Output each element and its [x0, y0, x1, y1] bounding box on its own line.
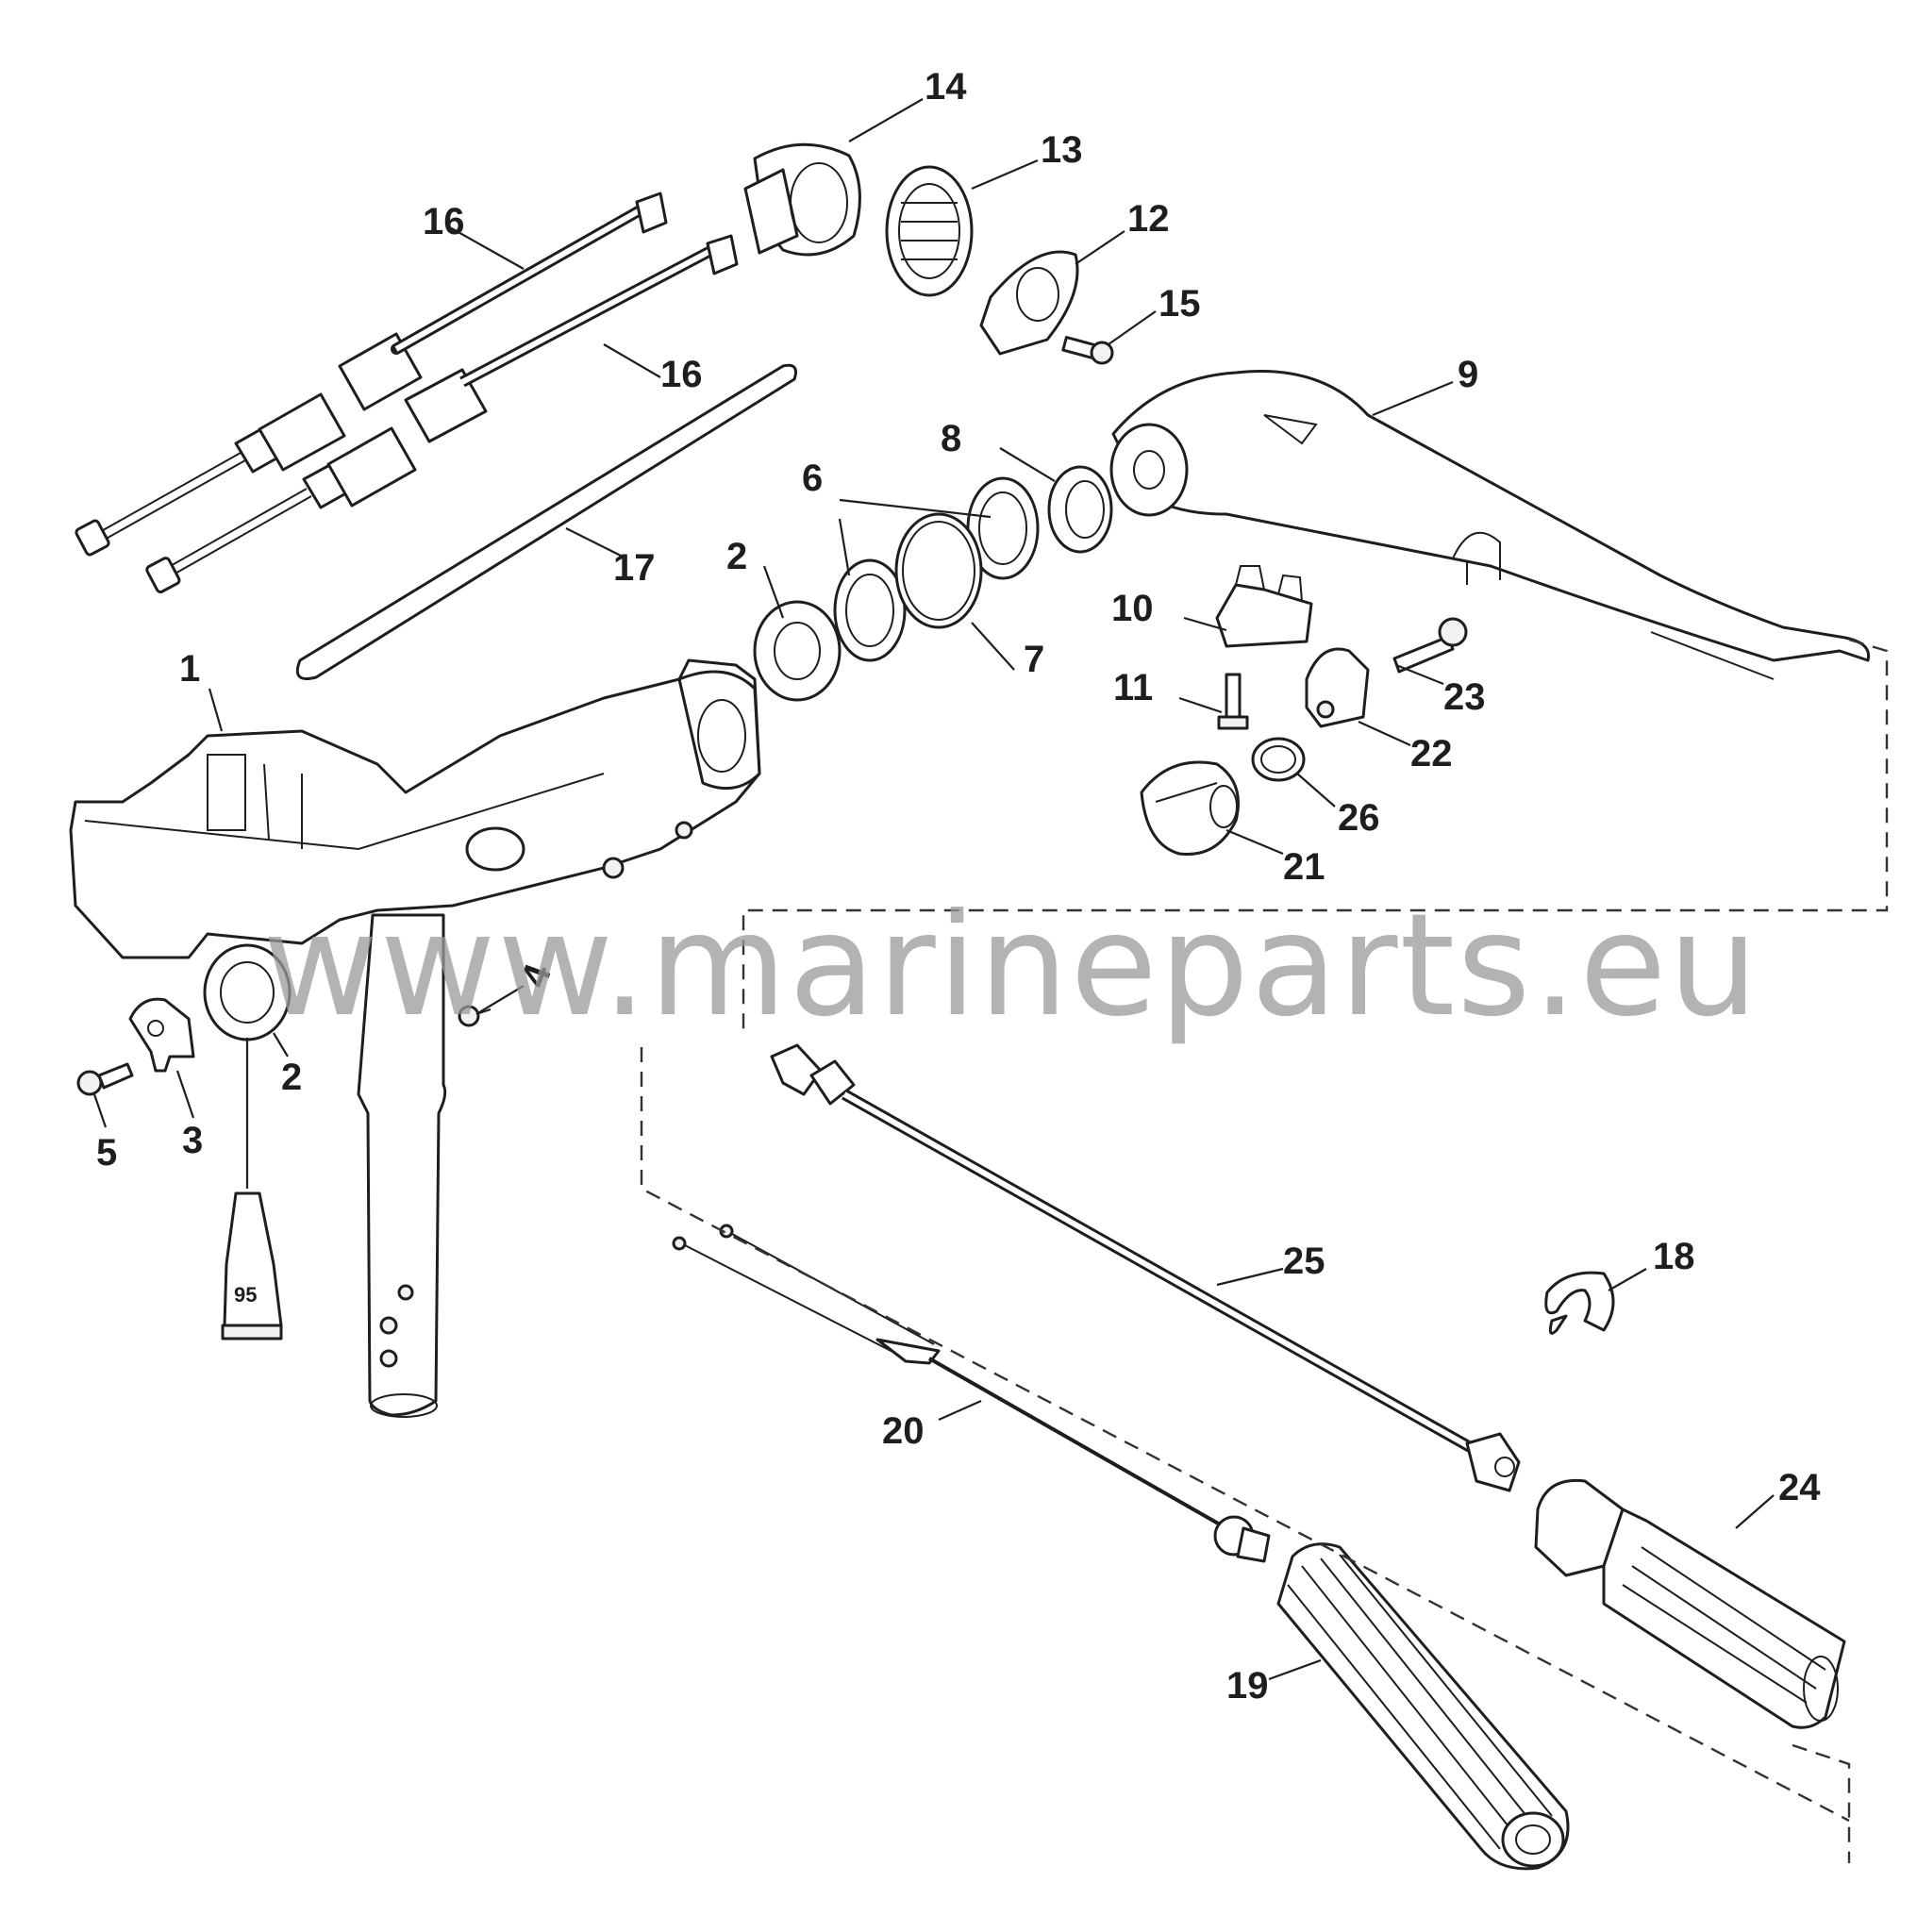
assembly-guides	[640, 638, 1889, 1863]
part-16-cable-upper	[75, 192, 668, 557]
part-24-throttle-sleeve	[1534, 1478, 1846, 1729]
callout-17: 17	[613, 547, 656, 589]
part-5-screw	[76, 1062, 134, 1096]
callout-22: 22	[1410, 733, 1453, 774]
part-8-washer	[1047, 465, 1113, 554]
callout-11: 11	[1113, 667, 1153, 708]
callout-3: 3	[182, 1120, 203, 1161]
callout-5: 5	[96, 1132, 117, 1174]
callout-19: 19	[1226, 1665, 1269, 1707]
part-2-bushing-upper	[753, 600, 842, 702]
callout-20: 20	[882, 1410, 925, 1452]
part-22-block	[1305, 647, 1370, 728]
callout-2-upper: 2	[726, 536, 747, 577]
callout-6: 6	[802, 458, 823, 499]
callout-13: 13	[1041, 129, 1083, 171]
part-11-screw	[1217, 673, 1249, 730]
callout-26: 26	[1338, 797, 1380, 839]
part-19-grip	[1276, 1542, 1570, 1871]
part-15-screw	[1061, 336, 1114, 365]
callout-10: 10	[1111, 588, 1154, 629]
callout-2-lower: 2	[281, 1057, 302, 1098]
callout-25: 25	[1283, 1241, 1325, 1282]
callout-16-lower: 16	[660, 354, 703, 395]
callout-21: 21	[1283, 846, 1325, 888]
callout-12: 12	[1127, 198, 1170, 240]
part-26-spring-ring	[1251, 737, 1306, 782]
callout-7: 7	[1024, 639, 1044, 680]
callout-1: 1	[179, 648, 200, 690]
callout-15: 15	[1159, 283, 1201, 325]
leader-lines	[92, 98, 1775, 1681]
part-23-bolt	[1392, 617, 1468, 674]
watermark-text: www.marineparts.eu	[262, 884, 1760, 1048]
part-1-steering-tube	[357, 913, 447, 1418]
callout-18: 18	[1653, 1236, 1695, 1277]
part-9-tiller-arm	[1109, 369, 1871, 680]
part-13-friction-disc	[885, 165, 974, 297]
callout-14: 14	[925, 66, 967, 108]
part-16-cable-lower	[145, 234, 739, 593]
part-6-washers	[833, 476, 1040, 662]
part-18-spring-clip	[1544, 1271, 1615, 1335]
part-25-throttle-shaft	[770, 1043, 1521, 1492]
part-20-wire-harness	[672, 1224, 1271, 1563]
callout-16-upper: 16	[423, 201, 465, 242]
part-10-bracket	[1215, 565, 1313, 648]
callouts: 14 13 12 15 16 16 17 9 8 6 7 2 10 11 23 …	[96, 66, 1821, 1707]
part-17-rod	[295, 363, 797, 680]
callout-8: 8	[941, 418, 961, 459]
part-21-knob	[1140, 760, 1240, 857]
grease-tube: 95	[221, 1038, 283, 1341]
part-1-bracket	[69, 658, 761, 959]
callout-23: 23	[1443, 676, 1486, 718]
grease-tube-label: 95	[234, 1283, 257, 1307]
callout-9: 9	[1458, 354, 1478, 395]
part-7-ring	[894, 512, 983, 629]
part-12-plate	[979, 250, 1079, 356]
callout-24: 24	[1778, 1467, 1821, 1508]
part-3-plate	[128, 997, 195, 1073]
part-14-clamp	[743, 142, 861, 257]
